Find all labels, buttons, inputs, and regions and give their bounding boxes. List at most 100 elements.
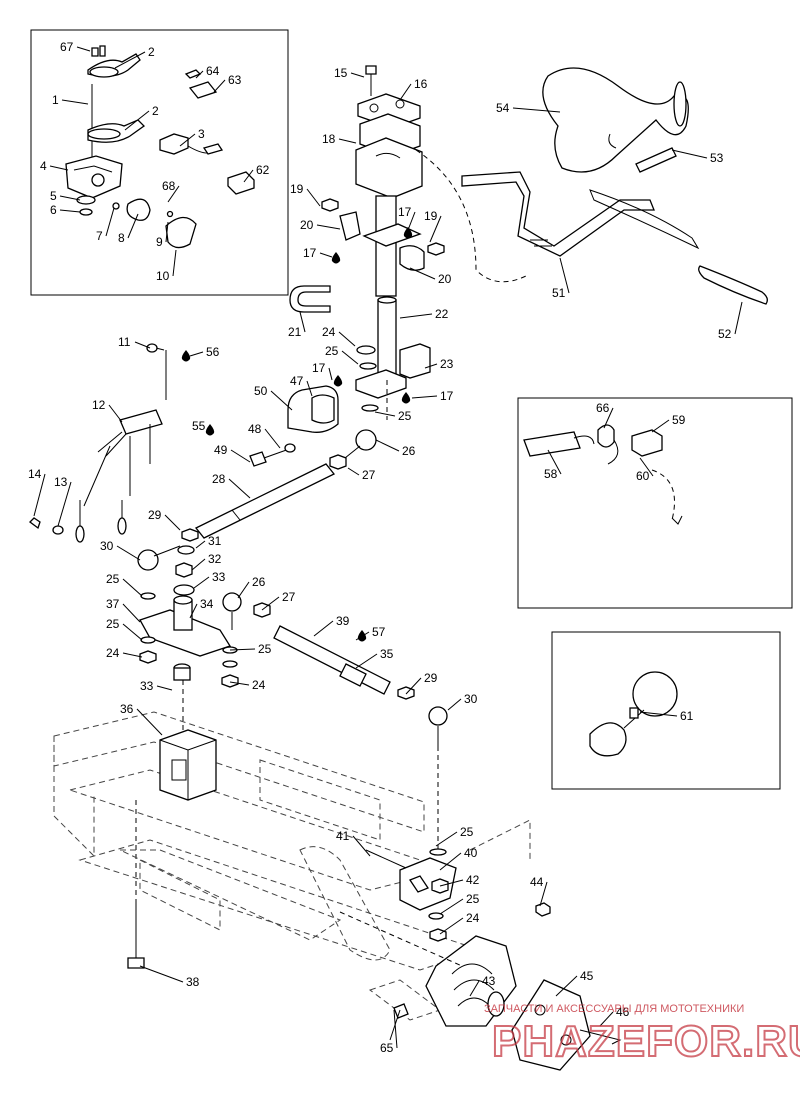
leader-line [319,252,333,258]
callout-9: 9 [156,221,169,249]
callout-26: 26 [375,439,416,458]
callout-43: 43 [469,974,496,997]
leader-line [407,211,416,231]
leader-line [439,917,464,935]
callout-64: 64 [195,64,220,79]
callout-12: 12 [92,398,123,423]
callout-37: 37 [106,597,141,623]
inset-box-heated-grip [517,397,793,609]
callout-3: 3 [179,127,205,147]
callout-24: 24 [439,911,480,935]
callout-11: 11 [118,335,151,349]
leader-line [122,652,143,658]
leader-line [734,301,743,335]
leader-line [208,425,211,431]
callout-19: 19 [424,209,442,243]
callout-17: 17 [398,205,416,231]
callout-58: 58 [544,449,562,481]
oil-drop-icon [403,227,413,239]
callout-38: 38 [139,965,200,989]
callout-number: 17 [398,205,412,219]
callout-42: 42 [439,873,480,887]
callout-number: 18 [322,132,336,146]
callout-56: 56 [189,345,220,359]
callout-number: 21 [288,325,302,339]
callout-number: 20 [438,272,452,286]
callout-number: 29 [148,508,162,522]
callout-14: 14 [28,467,46,517]
callout-2: 2 [124,104,159,131]
callout-24: 24 [322,325,356,347]
callout-44: 44 [530,875,548,907]
callout-number: 66 [596,401,610,415]
leader-line [352,835,371,857]
leader-line [299,311,306,333]
callout-number: 68 [162,179,176,193]
leader-line [469,980,480,997]
leader-line [328,367,333,381]
leader-line [306,188,321,207]
handlebar-assembly [415,67,768,305]
callout-number: 17 [440,389,454,403]
leader-line [213,79,226,93]
callout-25: 25 [229,642,272,656]
callout-46: 46 [599,1005,630,1027]
leader-line [139,965,184,983]
leader-line [57,481,72,527]
callout-47: 47 [290,374,313,397]
leader-line [189,351,204,357]
leader-line [164,514,181,531]
callout-number: 25 [398,409,412,423]
callout-7: 7 [96,207,115,243]
callout-number: 50 [254,384,268,398]
callout-number: 25 [325,344,339,358]
callout-27: 27 [261,590,296,611]
oil-drop-icon [331,252,341,264]
callout-number: 35 [380,647,394,661]
oil-drop-icon [333,375,343,387]
callout-24: 24 [106,646,143,660]
callout-27: 27 [347,467,376,482]
leader-line [191,558,206,571]
leader-line [347,467,360,476]
callout-number: 30 [464,692,478,706]
leader-line [76,46,91,52]
leader-line [116,545,141,561]
leader-line [237,581,250,599]
callout-17: 17 [303,246,333,260]
callout-number: 6 [50,203,57,217]
leader-line [399,83,412,101]
leader-line [122,603,141,623]
callout-67: 67 [60,40,91,54]
leader-line [134,341,151,349]
callout-18: 18 [322,132,357,146]
callout-25: 25 [439,892,480,915]
callout-number: 15 [334,66,348,80]
callout-5: 5 [50,189,81,203]
callout-number: 60 [636,469,650,483]
inset-ignition-parts [65,45,255,249]
callout-number: 13 [54,475,68,489]
callout-number: 58 [544,467,558,481]
callout-25: 25 [325,344,359,365]
inset-box-mirror [551,631,781,790]
leader-line [559,257,570,294]
leader-line [108,404,123,423]
leader-line [122,578,143,597]
callout-21: 21 [288,311,306,339]
callout-number: 24 [466,911,480,925]
leader-line [350,72,365,78]
callout-number: 47 [290,374,304,388]
callout-number: 55 [192,419,206,433]
callout-24: 24 [229,678,266,692]
leader-line [411,395,438,399]
callout-17: 17 [312,361,333,381]
callout-number: 62 [256,163,270,177]
callout-33: 33 [140,679,173,693]
callout-number: 10 [156,269,170,283]
leader-line [338,331,356,347]
leader-line [512,107,561,113]
callout-number: 31 [208,534,222,548]
callout-number: 43 [482,974,496,988]
